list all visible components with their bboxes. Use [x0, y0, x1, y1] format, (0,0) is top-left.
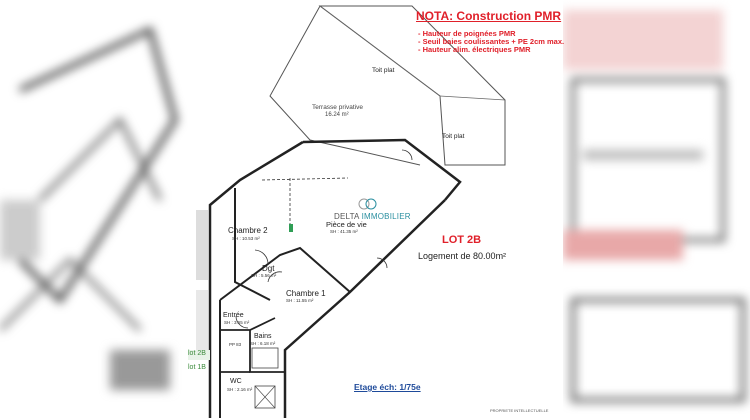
room-area-entree: SH : 3.65 m² — [224, 320, 250, 325]
room-label-toit-plat-1: Toit plat — [372, 67, 395, 74]
hatched-strip — [196, 210, 208, 280]
room-area-chambre-1: SH : 11.55 m² — [286, 298, 314, 303]
nota-title: NOTA: Construction PMR — [416, 9, 562, 23]
scale-label: Etage éch: 1/75e — [354, 382, 421, 392]
nota-line-threshold: - Seuil baies coulissantes + PE 2cm max. — [418, 37, 565, 46]
exterior-wall — [208, 140, 304, 418]
logo-part-delta: DELTA — [334, 212, 362, 221]
copyright-note: PROPRIETE INTELLECTUELLE — [490, 408, 549, 413]
edge-label-lot-1b: lot 1B — [188, 364, 206, 371]
roof-line — [439, 95, 506, 101]
room-label-wc: WC — [230, 378, 242, 385]
interior-wall — [219, 246, 351, 301]
room-area-bains: SH : 6.18 m² — [250, 341, 276, 346]
exterior-wall — [283, 199, 446, 418]
room-area-piece-de-vie: SH : 41.35 m² — [330, 229, 358, 234]
blurred-background-right — [563, 0, 750, 420]
door-swing — [401, 149, 413, 161]
room-label-toit-plat-2: Toit plat — [442, 133, 465, 140]
room-area-dgt: SH : 5.56 m² — [251, 273, 277, 278]
delta-immobilier-logo: DELTA IMMOBILIER — [334, 212, 411, 221]
room-label-chambre-2: Chambre 2 — [228, 226, 268, 235]
lot-marker-bg — [188, 350, 210, 360]
blurred-plan-left — [0, 26, 178, 390]
lot-title: LOT 2B — [442, 234, 482, 246]
room-label-piece-de-vie: Pièce de vie — [326, 220, 367, 229]
bathtub — [251, 347, 279, 369]
blurred-plan-right — [563, 10, 745, 402]
pp-label: PP 83 — [229, 342, 242, 347]
edge-label-lot-2b: lot 2B — [188, 350, 206, 357]
room-label-terrasse: Terrasse privative — [312, 104, 363, 111]
logo-part-immobilier: IMMOBILIER — [361, 212, 411, 221]
room-label-entree: Entrée — [223, 312, 244, 319]
green-marker — [289, 224, 293, 232]
room-area-terrasse: 16.24 m² — [325, 112, 349, 118]
blurred-background-left — [0, 0, 188, 420]
terrace-outline — [269, 5, 421, 166]
bay-dashed-line — [261, 177, 349, 181]
room-label-dgt: Dgt — [262, 264, 275, 273]
wc-fixture — [254, 385, 276, 409]
roof-line — [319, 5, 441, 97]
door-swing — [376, 257, 388, 269]
room-label-chambre-1: Chambre 1 — [286, 289, 326, 298]
room-area-wc: SH : 2.16 m² — [227, 387, 253, 392]
door-swing — [267, 271, 283, 283]
nota-line-handles: - Hauteur de poignées PMR — [418, 29, 516, 38]
room-label-bains: Bains — [254, 333, 272, 340]
door-swing — [235, 315, 249, 329]
door-swing — [254, 249, 269, 265]
hatched-strip — [196, 290, 208, 350]
interior-wall — [234, 188, 271, 301]
nota-line-power: - Hauteur alim. électriques PMR — [418, 45, 531, 54]
room-area-chambre-2: SH : 10.53 m² — [232, 236, 260, 241]
logo-mark-icon — [358, 198, 377, 210]
lot-surface: Logement de 80.00m² — [418, 251, 507, 261]
exterior-wall — [302, 138, 462, 201]
